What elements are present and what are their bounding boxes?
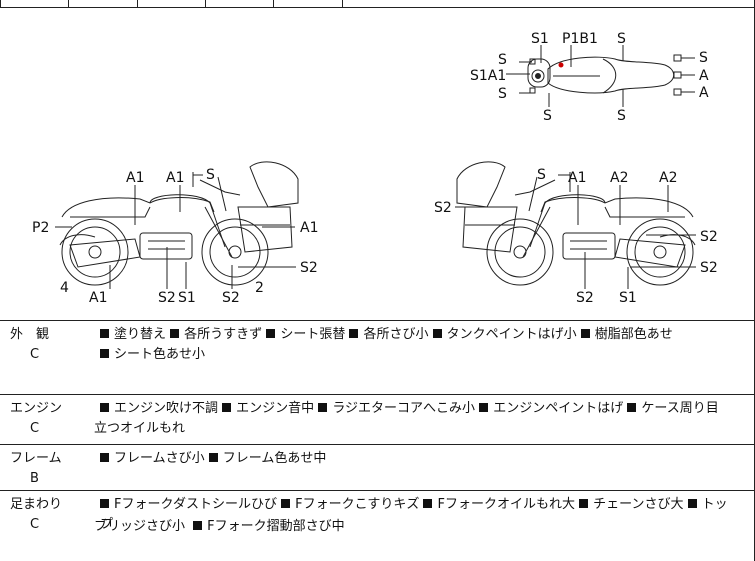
right-label-a2-tank: A2 (610, 170, 628, 186)
category-cell: フレーム B (10, 449, 80, 489)
condition-item: エンジン吹け不調 (114, 401, 219, 416)
condition-item: シート張替 (280, 327, 346, 342)
top-label-s-left-upper: S (498, 52, 507, 68)
left-label-s2-wheel: S2 (300, 260, 318, 276)
top-label-s-bottom-mid: S (617, 108, 626, 124)
left-label-a1-rear: A1 (300, 220, 318, 236)
top-label-a-rear-mid: A (699, 68, 709, 84)
right-label-s2-rear: S2 (434, 200, 452, 216)
condition-list: フレームさび小 フレーム色あせ中 (100, 449, 740, 469)
condition-item: タンクペイントはげ小 (446, 327, 577, 342)
condition-list: 塗り替え 各所うすきず シート張替 各所さび小 タンクペイントはげ小 樹脂部色あ… (100, 325, 740, 365)
left-label-s-mirror: S (206, 167, 215, 183)
category-cell: 外 観 C (10, 325, 80, 365)
category-grade: C (30, 517, 40, 532)
category-name: エンジン (10, 401, 63, 416)
condition-item: Fフォーク摺動部さび中 (207, 519, 345, 534)
left-label-a1-tank: A1 (166, 170, 184, 186)
category-cell: エンジン C (10, 399, 80, 439)
left-label-s1-bottom: S1 (178, 290, 196, 306)
right-view-bike (456, 161, 696, 286)
left-label-a1-front: A1 (126, 170, 144, 186)
right-label-s2-wheel: S2 (700, 260, 718, 276)
top-label-s-rear-upper: S (699, 50, 708, 66)
condition-item: Fフォークこすりキズ (295, 497, 420, 512)
condition-item: ラジエターコアへこみ小 (332, 401, 476, 416)
row-exterior: 外 観 C 塗り替え 各所うすきず シート張替 各所さび小 タンクペイントはげ小… (0, 321, 755, 395)
top-label-s1: S1 (531, 31, 549, 47)
left-view-bike (59, 161, 299, 286)
left-label-2: 2 (255, 280, 264, 296)
category-grade: C (30, 421, 40, 436)
left-label-s2-engine: S2 (158, 290, 176, 306)
left-label-p2: P2 (32, 220, 49, 236)
right-label-s1-bottom: S1 (619, 290, 637, 306)
category-grade: C (30, 347, 40, 362)
top-label-s1a1: S1A1 (470, 68, 506, 84)
right-label-s2-fork: S2 (700, 229, 718, 245)
condition-list: エンジン吹け不調 エンジン音中 ラジエターコアへこみ小 エンジンペイントはげ ケ… (100, 399, 740, 419)
right-label-a2-front: A2 (659, 170, 677, 186)
category-name: フレーム (10, 451, 62, 466)
condition-item: シート色あせ小 (114, 347, 206, 362)
condition-item: チェーンさび大 (593, 497, 684, 512)
right-label-s-mirror: S (537, 167, 546, 183)
row-suspension: 足まわり C Fフォークダストシールひび Fフォークこすりキズ Fフォークオイル… (0, 491, 755, 561)
condition-item: ブリッジさび小 (94, 519, 186, 534)
top-label-s-bottom-front: S (543, 108, 552, 124)
condition-item: 塗り替え (114, 327, 167, 342)
condition-item: 各所うすきず (184, 327, 263, 342)
condition-item: Fフォークオイルもれ大 (437, 497, 575, 512)
right-label-s2-bottom: S2 (576, 290, 594, 306)
left-label-a1-bottom: A1 (89, 290, 107, 306)
top-label-s-left-lower: S (498, 86, 507, 102)
category-name: 足まわり (10, 497, 63, 512)
condition-continuation: ブリッジさび小 Fフォーク摺動部さび中 (94, 517, 345, 537)
condition-item: 樹脂部色あせ (594, 327, 673, 342)
condition-item: 各所さび小 (363, 327, 429, 342)
category-cell: 足まわり C (10, 495, 80, 535)
condition-item: フレームさび小 (114, 451, 205, 466)
condition-item: ケース周り目 (641, 401, 719, 416)
condition-item: トップ (100, 497, 728, 532)
condition-item: フレーム色あせ中 (222, 451, 327, 466)
damage-diagram: S1 P1B1 S S S S1A1 A S A S S A1 A1 S P2 … (0, 7, 755, 321)
left-label-s2-bottom: S2 (222, 290, 240, 306)
left-label-4: 4 (60, 280, 69, 296)
condition-item: Fフォークダストシールひび (114, 497, 277, 512)
row-frame: フレーム B フレームさび小 フレーム色あせ中 (0, 445, 755, 491)
condition-continuation: 立つオイルもれ (94, 421, 186, 436)
top-label-s-top: S (617, 31, 626, 47)
condition-item: エンジンペイントはげ (493, 401, 624, 416)
category-name: 外 観 (10, 327, 50, 342)
category-grade: B (30, 471, 39, 486)
row-engine: エンジン C エンジン吹け不調 エンジン音中 ラジエターコアへこみ小 エンジンペ… (0, 395, 755, 445)
condition-item: エンジン音中 (236, 401, 315, 416)
top-label-a-rear-lower: A (699, 85, 709, 101)
right-label-a1: A1 (568, 170, 586, 186)
top-label-p1b1: P1B1 (562, 31, 598, 47)
condition-list: Fフォークダストシールひび Fフォークこすりキズ Fフォークオイルもれ大 チェー… (100, 495, 740, 535)
top-view-bike (527, 54, 682, 96)
